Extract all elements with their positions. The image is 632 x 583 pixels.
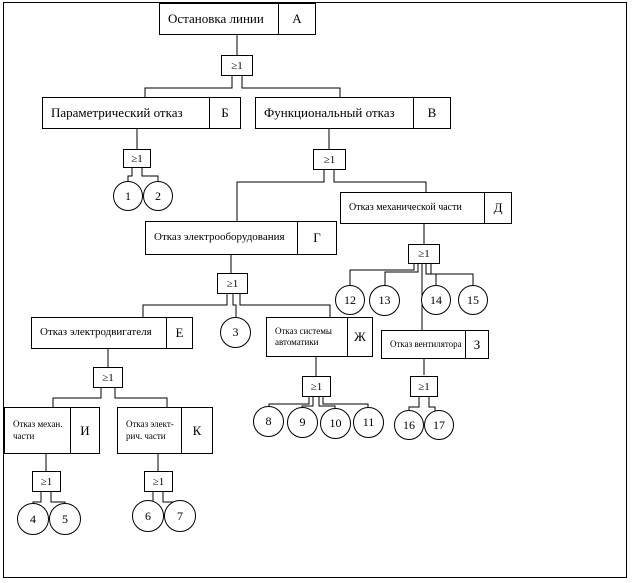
event-16: 16 [394,410,424,440]
event-6: 6 [132,500,164,532]
diagram-frame [3,2,627,578]
node-ZH-code: Ж [347,318,372,356]
or-gate-B: ≥1 [123,149,151,168]
event-14: 14 [421,285,451,315]
node-D-mechanical-failure: Отказ механической части Д [340,192,512,224]
event-13: 13 [369,285,400,316]
node-I-mechanical-part-failure: Отказ механ. части И [4,407,100,454]
node-B-parametric-failure: Параметрический отказ Б [42,97,241,129]
event-4: 4 [17,503,49,535]
event-3: 3 [220,317,251,348]
node-B-code: Б [209,98,240,128]
or-gate-A: ≥1 [221,55,253,76]
or-gate-ZH: ≥1 [302,376,331,397]
node-K-code: К [181,408,212,453]
node-G-title: Отказ электрооборудования [154,231,285,244]
or-gate-D: ≥1 [408,244,440,264]
node-V-code: В [413,98,450,128]
node-Z-fan-failure: Отказ вентилятора З [381,330,489,359]
node-ZH-title: Отказ системы автоматики [275,325,332,347]
node-G-code: Г [297,222,336,254]
node-V-title: Функциональный отказ [264,104,395,120]
or-gate-G: ≥1 [217,273,248,294]
node-K-title: Отказ элект- рич. части [126,419,174,441]
node-A-title: Остановка линии [168,10,264,26]
event-9: 9 [287,407,318,438]
or-gate-V: ≥1 [313,149,346,170]
event-15: 15 [458,285,488,315]
node-E-code: Е [166,318,192,348]
node-B-title: Параметрический отказ [51,104,183,120]
node-K-electrical-part-failure: Отказ элект- рич. части К [117,407,213,454]
event-12: 12 [335,285,365,315]
node-G-electrical-failure: Отказ электрооборудования Г [145,221,337,255]
event-8: 8 [253,406,284,437]
node-V-functional-failure: Функциональный отказ В [255,97,451,129]
node-ZH-automation-failure: Отказ системы автоматики Ж [266,317,373,357]
or-gate-E: ≥1 [93,367,123,388]
node-Z-code: З [465,331,488,358]
event-17: 17 [424,410,454,440]
event-7: 7 [164,500,196,532]
event-10: 10 [320,408,351,439]
node-I-title: Отказ механ. части [13,419,63,441]
node-D-title: Отказ механической части [349,201,462,213]
or-gate-I: ≥1 [32,471,61,492]
node-I-code: И [70,408,99,453]
node-E-motor-failure: Отказ электродвигателя Е [31,317,193,349]
event-2: 2 [143,181,173,211]
event-1: 1 [113,181,143,211]
node-A-line-stop: Остановка линии А [159,3,316,35]
event-5: 5 [49,503,81,535]
or-gate-K: ≥1 [144,471,173,492]
or-gate-Z: ≥1 [410,376,438,397]
node-D-code: Д [484,193,511,223]
node-Z-title: Отказ вентилятора [390,338,462,349]
node-E-title: Отказ электродвигателя [40,326,152,339]
event-11: 11 [353,407,384,438]
node-A-code: А [278,4,315,34]
